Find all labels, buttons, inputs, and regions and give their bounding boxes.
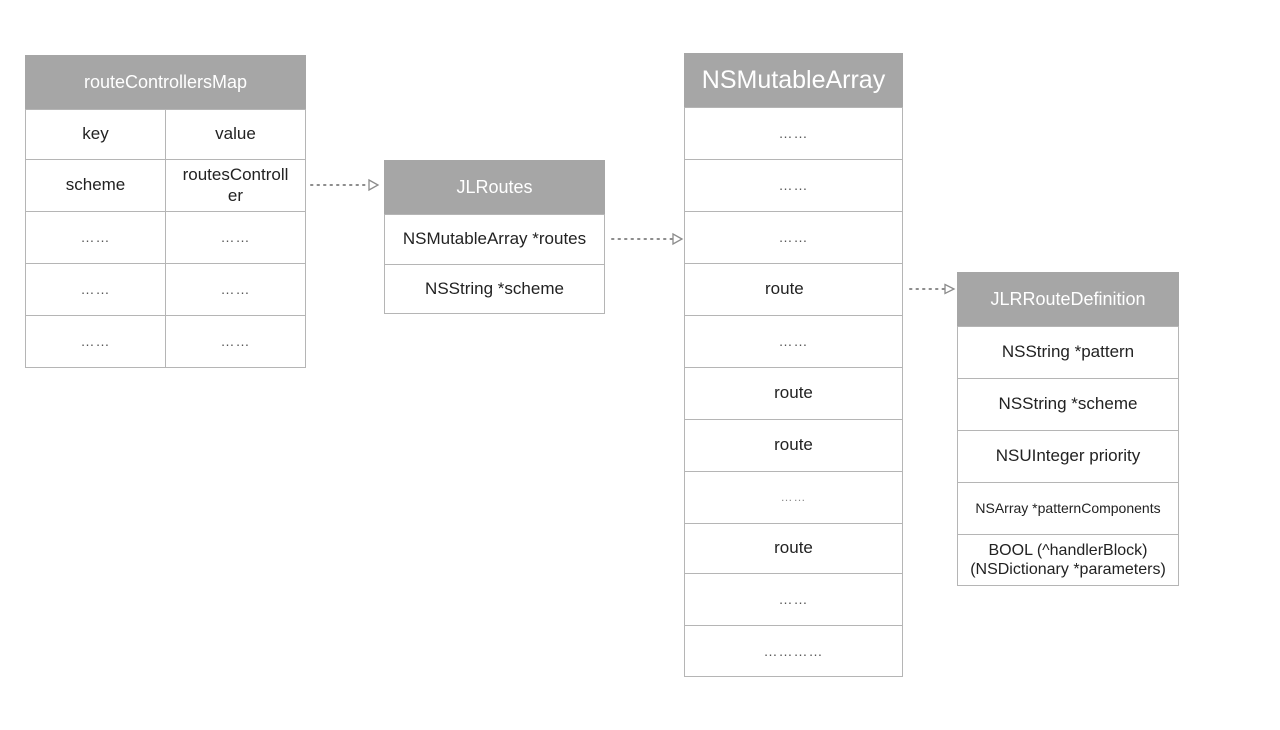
jlrroutedefinition-title: JLRRouteDefinition [957,272,1179,327]
routedef-field-pattern-components: NSArray *patternComponents [957,482,1179,535]
array-item: ………… [684,625,903,677]
jlroutes-title: JLRoutes [384,160,605,215]
map-row-key: …… [25,211,166,264]
map-row-key: …… [25,315,166,368]
array-item: …… [684,107,903,160]
arrowhead-icon [368,178,380,192]
map-row-value: …… [165,211,306,264]
jlroutes-field-scheme: NSString *scheme [384,264,605,314]
routedef-field-scheme: NSString *scheme [957,378,1179,431]
route-controllers-map-title: routeControllersMap [25,55,306,110]
jlroutes-field-routes: NSMutableArray *routes [384,214,605,265]
array-item: …… [684,315,903,368]
map-row-value: …… [165,315,306,368]
map-header-value: value [165,109,306,160]
array-item: …… [684,573,903,626]
map-row-value: routesControll er [165,159,306,212]
array-item-route: route [684,419,903,472]
arrowhead-icon [944,283,956,295]
arrowhead-icon [672,232,684,246]
map-row-key: …… [25,263,166,316]
routedef-field-priority: NSUInteger priority [957,430,1179,483]
array-item-route: route [684,263,903,316]
routedef-field-handler-block: BOOL (^handlerBlock) (NSDictionary *para… [957,534,1179,586]
array-item-route: route [684,523,903,574]
nsmutablearray-title: NSMutableArray [684,53,903,108]
array-item: …… [684,471,903,524]
routedef-field-pattern: NSString *pattern [957,326,1179,379]
